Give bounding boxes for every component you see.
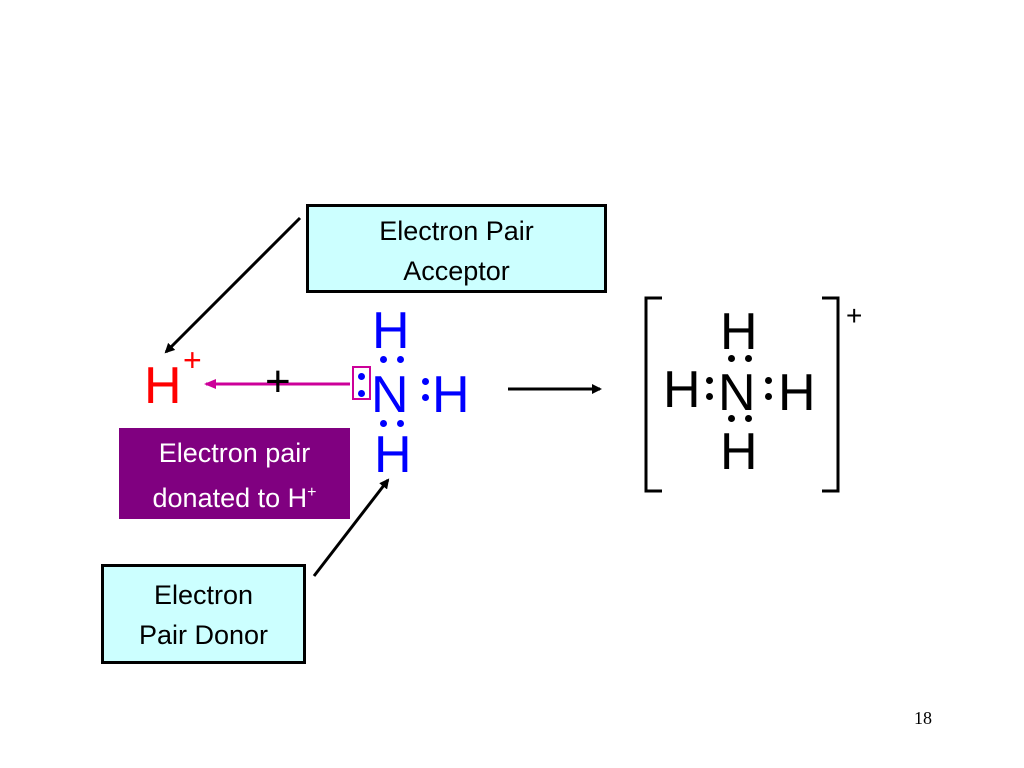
ammonia-dot [397,356,404,363]
ammonia-right-hydrogen: H [432,366,470,424]
donated-label-superscript: + [307,484,317,501]
ammonium-dot [765,377,772,384]
slide-number: 18 [914,708,932,728]
ammonia-bottom-hydrogen: H [374,426,412,484]
ammonium-dot [706,393,713,400]
ammonium-nitrogen: N [718,364,756,422]
ammonia-dot [422,394,429,401]
donor-pointer-arrow [312,478,390,577]
ammonia-dot [380,420,387,427]
donor-label-line2: Pair Donor [138,620,269,650]
ammonium-top-hydrogen: H [720,303,758,361]
acceptor-label-line1: Electron Pair [379,216,534,246]
donor-label-line1: Electron [153,580,254,610]
donated-label-box: Electron pair donated to H+ [119,428,350,519]
proton-charge: + [183,342,202,378]
ammonia-dot [422,378,429,385]
ammonium-dot [745,355,752,362]
ammonia-lone-pair-dot [358,390,365,397]
donor-label-box: Electron Pair Donor [101,564,306,664]
ammonium-dot [745,415,752,422]
ammonia-top-hydrogen: H [372,302,410,360]
ammonia-dot [397,420,404,427]
donated-label-line2: donated to H+ [152,483,317,513]
ammonium-bottom-hydrogen: H [720,423,758,481]
ammonium-right-hydrogen: H [778,364,816,422]
ammonium-dot [706,377,713,384]
right-bracket [822,296,840,493]
ammonia-nitrogen: N [371,366,409,424]
ammonia-lone-pair-dot [358,373,365,380]
ammonia-dot [380,356,387,363]
acceptor-label-box: Electron Pair Acceptor [306,204,607,293]
reaction-plus-sign: + [265,357,291,406]
ammonium-dot [728,415,735,422]
lone-pair-highlight [352,366,371,400]
left-bracket [644,296,662,493]
ammonium-dot [728,355,735,362]
proton-symbol: H [144,357,182,415]
donated-label-line1: Electron pair [158,438,311,468]
acceptor-label-line2: Acceptor [403,256,510,286]
ammonium-dot [765,393,772,400]
ammonium-left-hydrogen: H [663,361,701,419]
acceptor-pointer-arrow [164,216,302,354]
ammonium-charge: + [846,300,863,331]
